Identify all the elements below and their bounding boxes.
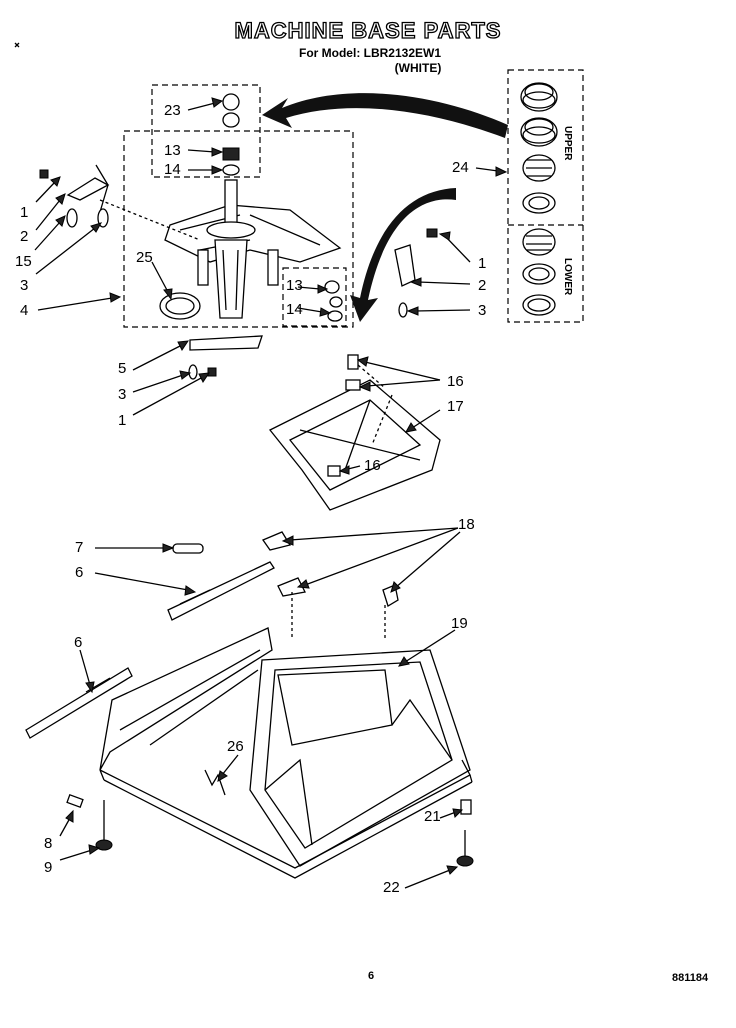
bearing-kit-upper-parts bbox=[520, 82, 558, 214]
callout-16-lower: 16 bbox=[364, 457, 381, 474]
callout-1-right: 1 bbox=[478, 255, 487, 272]
callout-26: 26 bbox=[227, 738, 244, 755]
right-bracket-parts bbox=[394, 228, 438, 318]
callout-19: 19 bbox=[451, 615, 468, 632]
model-color: (WHITE) bbox=[394, 61, 442, 75]
callout-3-lower: 3 bbox=[118, 386, 127, 403]
box-gearcase-assembly bbox=[123, 130, 354, 328]
callout-24: 24 bbox=[452, 159, 469, 176]
callout-22: 22 bbox=[383, 879, 400, 896]
callout-13: 13 bbox=[164, 142, 181, 159]
callout-7: 7 bbox=[75, 539, 84, 556]
doc-code: 881184 bbox=[672, 972, 709, 984]
kit-label-lower: LOWER bbox=[562, 258, 573, 296]
lower-bearing-stack bbox=[324, 280, 343, 322]
callout-21: 21 bbox=[424, 808, 441, 825]
callout-14-lower: 14 bbox=[286, 301, 303, 318]
callout-9: 9 bbox=[44, 859, 53, 876]
brackets-6-7 bbox=[25, 543, 275, 739]
callout-15: 15 bbox=[15, 253, 32, 270]
callout-1: 1 bbox=[20, 204, 29, 221]
box-lower-bearing bbox=[282, 267, 347, 327]
leader-lines bbox=[34, 97, 508, 889]
frame-17 bbox=[268, 354, 441, 511]
box-bearing-kit bbox=[507, 69, 584, 323]
clips-18 bbox=[262, 531, 399, 640]
callout-18: 18 bbox=[458, 516, 475, 533]
callout-25: 25 bbox=[136, 249, 153, 266]
bracket-5 bbox=[188, 335, 263, 380]
callout-16: 16 bbox=[447, 373, 464, 390]
arrow-icon bbox=[262, 93, 508, 138]
callout-2: 2 bbox=[20, 228, 29, 245]
callout-1-lower: 1 bbox=[118, 412, 127, 429]
callout-6-lower: 6 bbox=[74, 634, 83, 651]
callout-2-right: 2 bbox=[478, 277, 487, 294]
arrow-icon bbox=[350, 188, 456, 322]
upper-bearing-stack bbox=[222, 93, 240, 176]
callout-4: 4 bbox=[20, 302, 29, 319]
callout-23: 23 bbox=[164, 102, 181, 119]
model-number: For Model: LBR2132EW1 bbox=[298, 46, 442, 60]
gearcase-icon bbox=[159, 179, 342, 320]
callout-17: 17 bbox=[447, 398, 464, 415]
leveling-foot-icon bbox=[456, 799, 474, 867]
left-bracket-parts bbox=[39, 164, 201, 241]
bearing-kit-lower-parts bbox=[522, 228, 556, 316]
corner-mark bbox=[14, 42, 20, 48]
page-number: 6 bbox=[368, 970, 375, 982]
leveling-foot-icon bbox=[66, 794, 113, 851]
kit-label-upper: UPPER bbox=[562, 126, 573, 161]
callout-3-right: 3 bbox=[478, 302, 487, 319]
callout-8: 8 bbox=[44, 835, 53, 852]
page-title: MACHINE BASE PARTS bbox=[234, 17, 502, 43]
callout-5: 5 bbox=[118, 360, 127, 377]
callout-6: 6 bbox=[75, 564, 84, 581]
callout-14: 14 bbox=[164, 161, 181, 178]
base-frame-19 bbox=[99, 627, 473, 879]
callout-13-lower: 13 bbox=[286, 277, 303, 294]
callout-3: 3 bbox=[20, 277, 29, 294]
